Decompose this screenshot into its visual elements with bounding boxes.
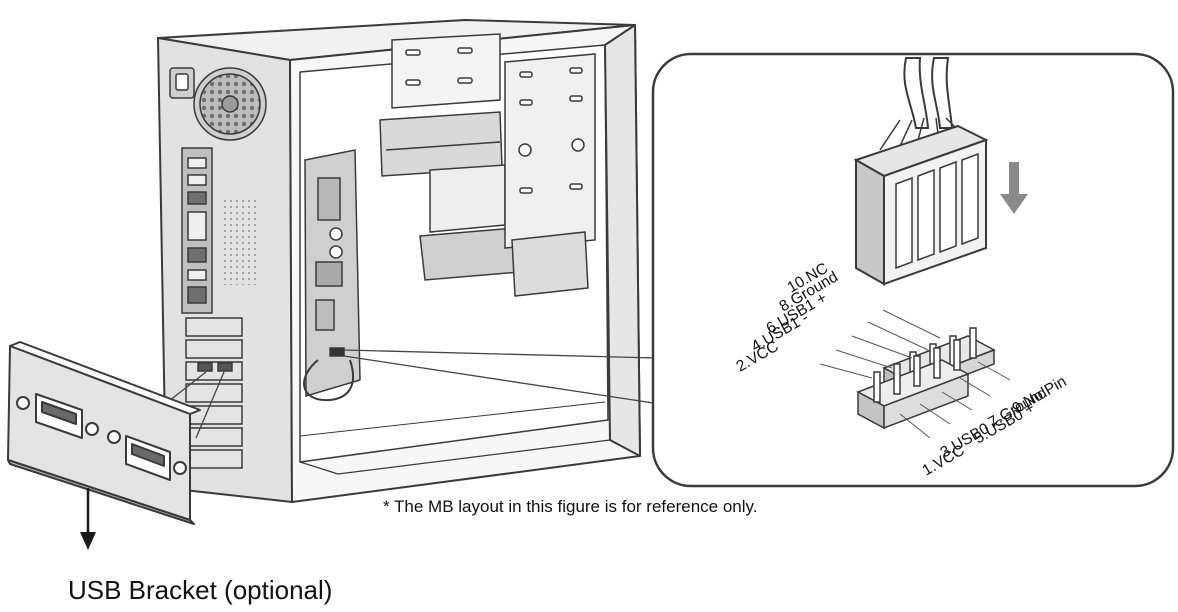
case-front-bezel (604, 24, 641, 457)
expansion-slots (185, 317, 243, 469)
usb-cable-connector (853, 117, 989, 286)
pin-leader-lines-bottom (899, 361, 1011, 439)
usb-port-icon (35, 393, 83, 439)
down-arrow-icon (80, 488, 96, 550)
usb-bracket-caption: USB Bracket (optional) (68, 575, 333, 605)
reference-note: * The MB layout in this figure is for re… (383, 497, 758, 516)
bracket-screw-icon (16, 396, 30, 410)
vent-area (222, 200, 260, 285)
pin-leader-lines-top (819, 309, 941, 379)
case-back-panel (169, 67, 267, 469)
usb-port-icon (125, 435, 171, 481)
bracket-screw-icon (107, 430, 121, 444)
drive-bays (379, 33, 596, 297)
usb-bracket (7, 341, 201, 525)
front-row-pins (873, 339, 961, 403)
motherboard (303, 149, 361, 402)
insert-arrow-icon (1000, 162, 1028, 214)
zoom-callout-lines (343, 349, 661, 405)
bracket-screw-icon (85, 422, 99, 436)
usb-header-on-board (329, 347, 345, 357)
usb-pin-header (856, 327, 996, 430)
bracket-screw-icon (173, 461, 187, 475)
fan-icon (193, 67, 267, 141)
